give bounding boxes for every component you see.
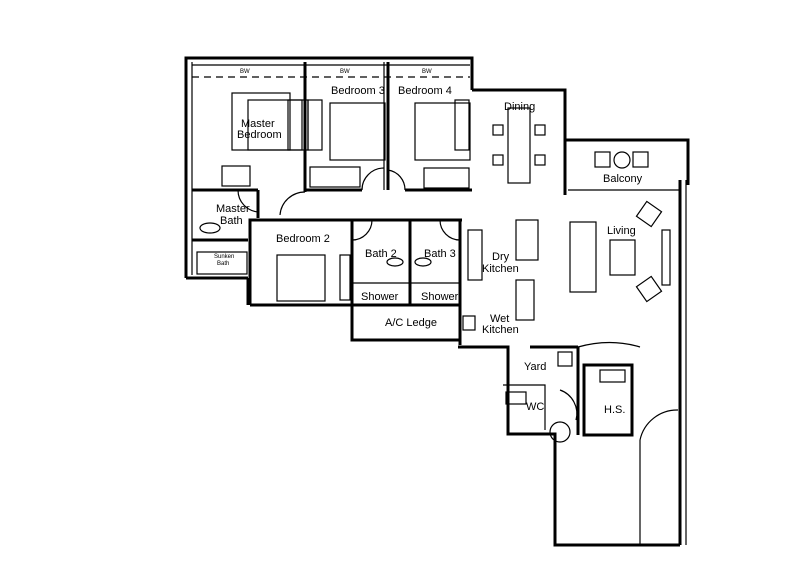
living-label: Living <box>607 225 636 237</box>
dry-kitchen-label: Kitchen <box>482 263 519 275</box>
bed-bedroom3 <box>329 102 386 161</box>
shower-label: Shower <box>421 291 459 303</box>
bedroom3-label: Bedroom 3 <box>331 85 385 97</box>
bw-label: BW <box>240 69 250 75</box>
master-bath-label: Master <box>216 203 250 215</box>
balcony-label: Balcony <box>603 173 643 185</box>
dining-label: Dining <box>504 101 535 113</box>
shower-label: Shower <box>361 291 399 303</box>
hs-label: H.S. <box>604 404 625 416</box>
wet-kitchen-label: Kitchen <box>482 324 519 336</box>
wet-kitchen-label: Wet <box>490 313 509 325</box>
walls <box>184 56 690 547</box>
master-bath-label: Bath <box>220 215 243 227</box>
bedroom2-label: Bedroom 2 <box>276 233 330 245</box>
wc-label: WC <box>526 401 544 413</box>
sunken-bath-label: Bath <box>217 261 229 267</box>
bw-label: BW <box>422 69 432 75</box>
bed-bedroom4 <box>414 102 471 161</box>
bw-label: BW <box>340 69 350 75</box>
master-bedroom-label: Bedroom <box>237 129 282 141</box>
dry-kitchen-label: Dry <box>492 251 510 263</box>
bedroom4-label: Bedroom 4 <box>398 85 452 97</box>
sunken-bath-label: Sunken <box>214 254 234 260</box>
dining-table <box>507 107 531 184</box>
bed-bedroom2 <box>276 254 326 302</box>
sofa <box>569 221 597 293</box>
furniture <box>196 92 663 405</box>
coffee-table <box>609 239 636 276</box>
bath2-label: Bath 2 <box>365 248 397 260</box>
yard-label: Yard <box>524 361 546 373</box>
master-bedroom-label: Master <box>241 118 275 130</box>
ac-ledge-label: A/C Ledge <box>385 317 437 329</box>
room-labels: BW BW BW Master Bedroom Bedroom 3 Bedroo… <box>214 69 643 416</box>
bath3-label: Bath 3 <box>424 248 456 260</box>
